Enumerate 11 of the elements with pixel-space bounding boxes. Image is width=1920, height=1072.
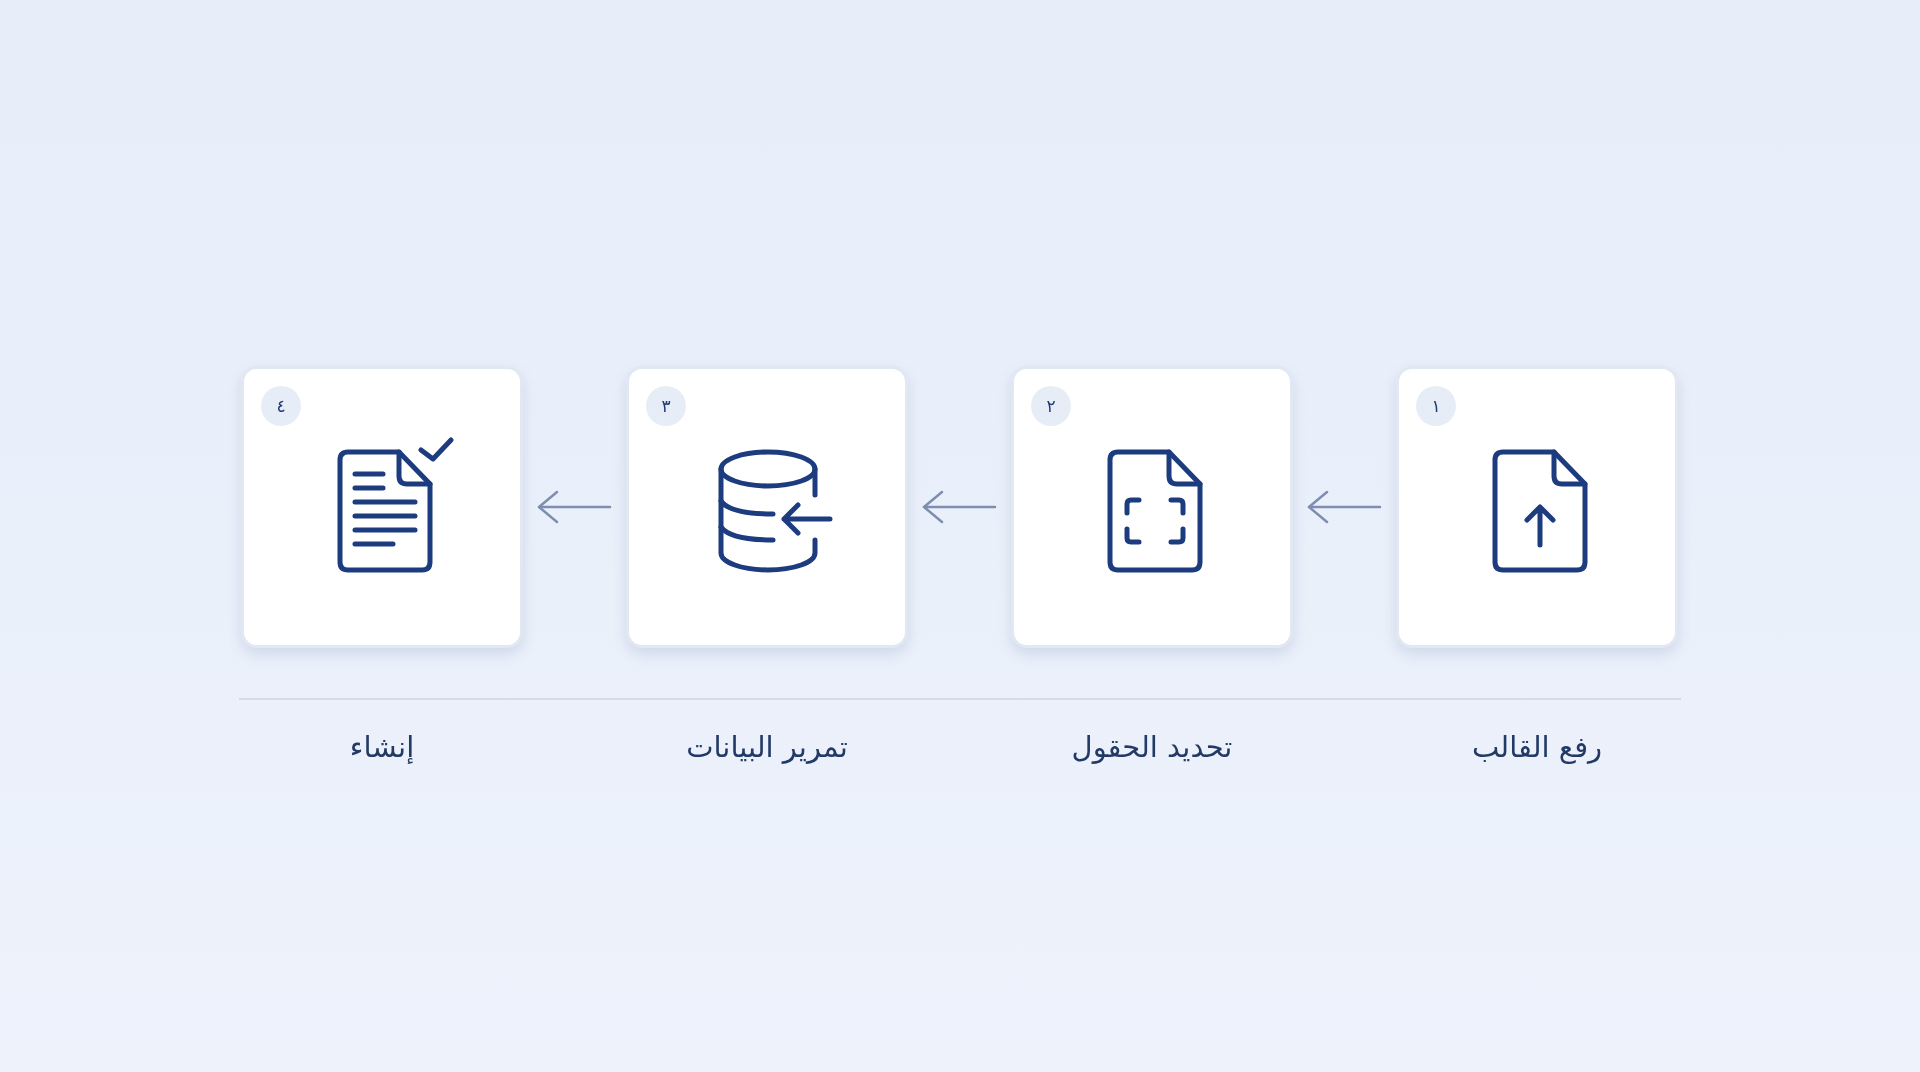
step-label: تمرير البيانات [686,729,848,766]
arrow [537,490,612,524]
step-number-badge: ٢ [1031,386,1071,426]
arrow [922,490,997,524]
step-number-badge: ١ [1416,386,1456,426]
step-number-badge: ٣ [646,386,686,426]
step-label: إنشاء [349,729,415,766]
step-label: رفع القالب [1471,729,1603,766]
arrow [1307,490,1382,524]
step-label: تحديد الحقول [1071,729,1233,766]
step-number-badge: ٤ [261,386,301,426]
